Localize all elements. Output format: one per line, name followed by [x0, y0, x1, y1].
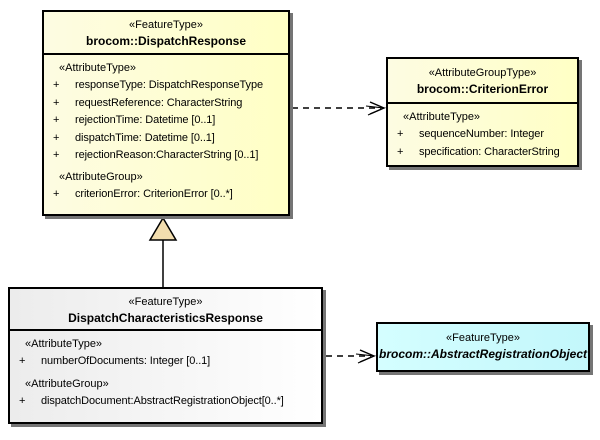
attributes-compartment: «AttributeType» + numberOfDocuments: Int… [10, 336, 321, 410]
attribute-row[interactable]: + dispatchDocument:AbstractRegistrationO… [10, 393, 321, 411]
visibility-plus: + [397, 128, 404, 140]
attribute-row[interactable]: + requestReference: CharacterString [44, 95, 288, 113]
attribute-group-heading: «AttributeGroup» [59, 170, 143, 183]
attribute-type-heading: «AttributeType» [59, 62, 137, 74]
attribute-text: rejectionTime: Datetime [0..1] [75, 114, 216, 126]
attribute-type-heading: «AttributeType» [25, 338, 103, 350]
visibility-plus: + [53, 187, 60, 200]
stereotype-label: «FeatureType» [446, 332, 520, 344]
attribute-text: dispatchDocument:AbstractRegistrationObj… [41, 394, 284, 407]
attribute-row[interactable]: + sequenceNumber: Integer [388, 126, 577, 144]
visibility-plus: + [397, 145, 404, 158]
attribute-row[interactable]: + criterionError: CriterionError [0..*] [44, 186, 288, 204]
stereotype-label: «FeatureType» [128, 296, 203, 308]
class-box-dispatch-response[interactable]: «FeatureType» brocom::DispatchResponse «… [42, 10, 290, 216]
class-header: «FeatureType» DispatchCharacteristicsRes… [10, 289, 321, 331]
stereotype-label: «FeatureType» [129, 19, 203, 31]
attribute-row[interactable]: + numberOfDocuments: Integer [0..1] [10, 353, 321, 371]
attribute-row[interactable]: + responseType: DispatchResponseType [44, 77, 288, 95]
attribute-text: numberOfDocuments: Integer [0..1] [41, 355, 211, 367]
stereotype-label: «AttributeGroupType» [428, 67, 537, 79]
visibility-plus: + [53, 96, 60, 109]
attributes-compartment: «AttributeType» + sequenceNumber: Intege… [388, 109, 577, 161]
attribute-text: sequenceNumber: Integer [419, 128, 544, 140]
class-name: DispatchCharacteristicsResponse [68, 311, 263, 325]
dependency-arrow-abstract-registration-object[interactable] [326, 349, 377, 364]
attribute-row[interactable]: + rejectionTime: Datetime [0..1] [44, 112, 288, 130]
attribute-row[interactable]: + rejectionReason:CharacterString [0..1] [44, 147, 288, 165]
class-header: «AttributeGroupType» brocom::CriterionEr… [388, 59, 577, 104]
dependency-arrow-criterion-error[interactable] [292, 101, 387, 116]
attributes-compartment: «AttributeType» + responseType: Dispatch… [44, 60, 288, 203]
class-header: «FeatureType» brocom::AbstractRegistrati… [378, 324, 588, 363]
attribute-text: rejectionReason:CharacterString [0..1] [75, 149, 259, 161]
visibility-plus: + [53, 131, 60, 144]
class-name: brocom::DispatchResponse [85, 34, 247, 48]
class-header: «FeatureType» brocom::DispatchResponse [44, 12, 288, 55]
visibility-plus: + [53, 114, 60, 126]
attribute-row[interactable]: + dispatchTime: Datetime [0..1] [44, 130, 288, 148]
generalization-arrow[interactable] [148, 216, 178, 287]
attribute-type-heading: «AttributeType» [403, 111, 481, 123]
visibility-plus: + [19, 394, 26, 407]
class-name: brocom::AbstractRegistrationObject [378, 347, 588, 361]
visibility-plus: + [19, 355, 26, 367]
class-name: brocom::CriterionError [416, 82, 549, 96]
attribute-text: requestReference: CharacterString [75, 96, 243, 109]
visibility-plus: + [53, 149, 60, 161]
visibility-plus: + [53, 79, 60, 91]
class-box-criterion-error[interactable]: «AttributeGroupType» brocom::CriterionEr… [386, 57, 579, 167]
class-box-abstract-registration-object[interactable]: «FeatureType» brocom::AbstractRegistrati… [376, 322, 590, 372]
attribute-text: responseType: DispatchResponseType [75, 79, 263, 91]
class-box-dispatch-characteristics-response[interactable]: «FeatureType» DispatchCharacteristicsRes… [8, 287, 323, 424]
attribute-row[interactable]: + specification: CharacterString [388, 144, 577, 162]
attribute-text: specification: CharacterString [419, 145, 560, 158]
attribute-group-heading: «AttributeGroup» [25, 377, 109, 390]
attribute-text: dispatchTime: Datetime [0..1] [75, 131, 215, 144]
attribute-text: criterionError: CriterionError [0..*] [75, 187, 233, 200]
